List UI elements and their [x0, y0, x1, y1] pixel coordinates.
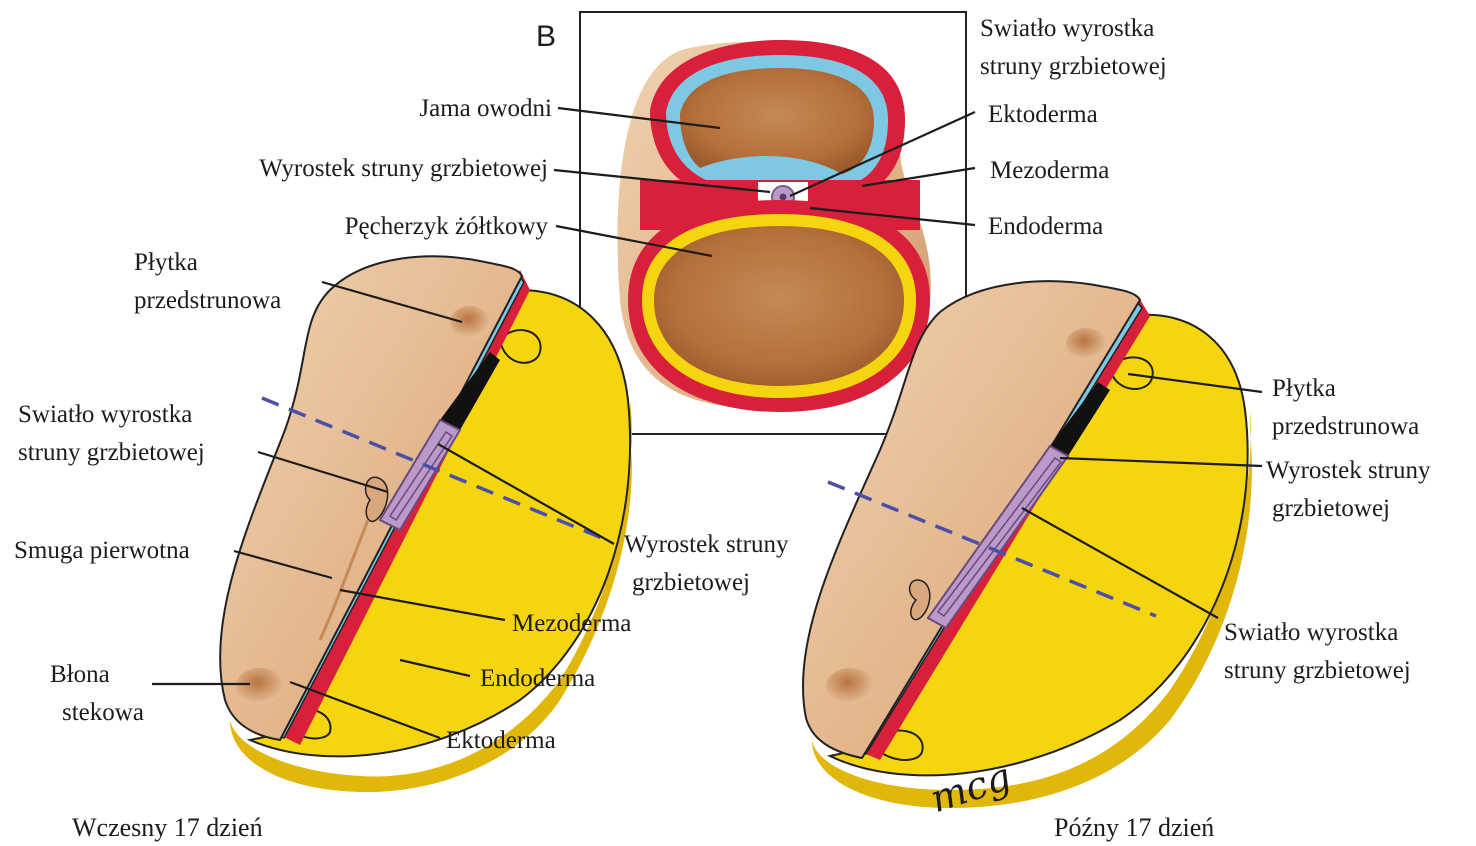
caption-late: Późny 17 dzień [1054, 813, 1214, 842]
label-notochord-lumen-b-1: Swiatło wyrostka [980, 15, 1154, 42]
label-mesoderm-b: Mezoderma [990, 157, 1109, 184]
label-amniotic-cavity: Jama owodni [419, 95, 552, 122]
label-notochordal-process-late-2: grzbietowej [1272, 495, 1390, 522]
label-notochordal-process-early-1: Wyrostek struny [624, 531, 789, 558]
label-ectoderm-early: Ektoderma [446, 727, 556, 754]
label-prechordal-plate-late-2: przedstrunowa [1272, 413, 1419, 440]
label-notochordal-process-late-1: Wyrostek struny [1266, 457, 1431, 484]
label-notochordal-process-early-2: grzbietowej [632, 569, 750, 596]
label-prechordal-plate-early-1: Płytka [134, 249, 198, 276]
label-notochord-lumen-b-2: struny grzbietowej [980, 53, 1167, 80]
label-cloacal-membrane-1: Błona [50, 661, 110, 688]
prechordal-plate [450, 306, 490, 338]
label-notochordal-process-b: Wyrostek struny grzbietowej [259, 155, 548, 182]
label-yolk-sac: Pęcherzyk żółtkowy [345, 213, 549, 240]
cloacal-membrane-late [826, 668, 874, 704]
cloacal-membrane [236, 668, 284, 704]
label-mesoderm-early: Mezoderma [512, 610, 631, 637]
prechordal-plate-late [1066, 328, 1106, 360]
yolk-sac-cavity [654, 226, 904, 386]
label-notochord-lumen-early-1: Swiatło wyrostka [18, 401, 192, 428]
label-notochord-lumen-early-2: struny grzbietowej [18, 439, 205, 466]
panel-letter: B [536, 20, 556, 53]
label-notochord-lumen-late-2: struny grzbietowej [1224, 657, 1411, 684]
caption-early: Wczesny 17 dzień [72, 813, 263, 842]
label-primitive-streak: Smuga pierwotna [14, 537, 190, 564]
label-notochord-lumen-late-1: Swiatło wyrostka [1224, 619, 1398, 646]
label-cloacal-membrane-2: stekowa [62, 699, 144, 726]
label-prechordal-plate-late-1: Płytka [1272, 375, 1336, 402]
notochord-lumen [780, 194, 787, 201]
label-endoderm-b: Endoderma [988, 213, 1103, 240]
label-prechordal-plate-early-2: przedstrunowa [134, 287, 281, 314]
label-ectoderm-b: Ektoderma [988, 101, 1098, 128]
label-endoderm-early: Endoderma [480, 665, 595, 692]
early-embryo [152, 256, 632, 792]
